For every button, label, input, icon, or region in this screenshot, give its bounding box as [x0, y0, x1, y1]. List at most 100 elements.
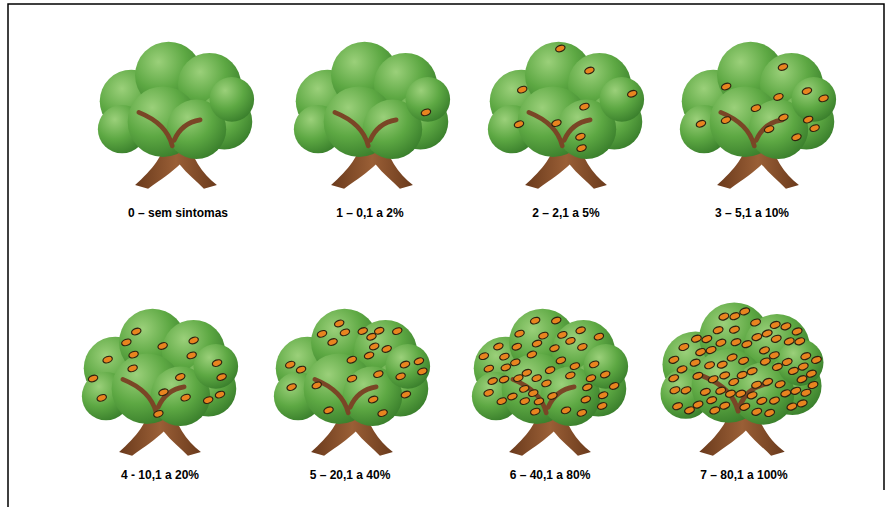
lesion-spot: [158, 388, 169, 397]
lesion-spot: [576, 144, 587, 153]
severity-caption: 4 - 10,1 a 20%: [121, 468, 199, 482]
lesion-spot: [729, 325, 741, 334]
lesion-spot: [692, 400, 704, 409]
lesion-spot: [582, 383, 593, 392]
lesion-spot: [483, 364, 494, 373]
lesion-spot: [531, 374, 542, 383]
lesion-spot: [691, 334, 703, 343]
lesion-spot: [526, 350, 537, 359]
lesion-spot: [769, 320, 781, 329]
lesion-spot: [729, 311, 741, 320]
tree-illustration: [82, 309, 238, 456]
lesion-spot: [770, 334, 782, 343]
lesion-spot: [499, 375, 510, 384]
lesion-spot: [695, 347, 707, 356]
lesion-spot: [668, 374, 680, 383]
lesion-spot: [701, 334, 713, 343]
lesion-spot: [420, 108, 431, 117]
lesion-spot: [769, 351, 781, 360]
tree-crown: [692, 349, 766, 423]
lesion-spot: [672, 401, 684, 410]
lesion-spot: [726, 353, 738, 362]
lesion-spot: [777, 62, 788, 71]
lesion-spot: [327, 338, 338, 347]
lesion-spot: [728, 377, 740, 386]
lesion-spot: [500, 363, 511, 372]
lesion-spot: [704, 361, 716, 370]
lesion-spot: [538, 331, 549, 340]
lesion-spot: [528, 389, 539, 398]
lesion-spot: [818, 94, 829, 103]
lesion-spot: [719, 401, 731, 410]
lesion-spot: [323, 406, 334, 415]
lesion-spot: [286, 383, 297, 392]
lesion-spot: [579, 102, 590, 111]
lesion-spot: [627, 89, 638, 98]
lesion-spot: [719, 371, 731, 380]
lesion-spot: [750, 318, 762, 327]
lesion-spot: [395, 372, 406, 381]
lesion-spot: [669, 386, 681, 395]
lesion-spot: [483, 388, 494, 397]
lesion-spot: [689, 358, 701, 367]
severity-caption: 0 – sem sintomas: [128, 206, 228, 220]
lesion-spot: [541, 379, 552, 388]
frame-border: [8, 4, 884, 507]
lesion-spot: [499, 352, 510, 361]
lesion-spot: [368, 395, 379, 404]
lesion-spot: [493, 342, 504, 351]
lesion-spot: [764, 125, 775, 134]
lesion-spot: [680, 386, 692, 395]
lesion-spot: [809, 124, 820, 133]
severity-caption: 3 – 5,1 a 10%: [715, 206, 789, 220]
lesion-spot: [549, 344, 560, 353]
lesion-spot: [786, 402, 798, 411]
lesion-spot: [780, 322, 792, 331]
lesion-spot: [531, 339, 542, 348]
tree-crown: [777, 339, 824, 386]
tree-branch: [139, 112, 200, 145]
severity-caption: 6 – 40,1 a 80%: [510, 468, 591, 482]
lesion-spot: [589, 360, 600, 369]
lesion-spot: [738, 356, 750, 365]
tree-group: [82, 42, 836, 456]
lesion-spot: [131, 327, 142, 336]
lesion-spot: [392, 327, 403, 336]
tree-branch: [529, 112, 590, 145]
lesion-spot: [774, 380, 786, 389]
lesion-spot: [121, 338, 132, 347]
lesion-spot: [788, 366, 800, 375]
lesion-spot: [769, 396, 781, 405]
severity-caption: 7 – 80,1 a 100%: [700, 468, 787, 482]
lesion-spot: [555, 44, 566, 53]
lesion-spot: [778, 113, 789, 122]
lesion-spot: [575, 132, 586, 141]
lesion-spot: [598, 391, 609, 400]
lesion-spot: [514, 329, 525, 338]
lesion-spot: [700, 387, 712, 396]
lesion-spot: [180, 393, 191, 402]
lesion-spot: [746, 391, 758, 400]
lesion-spot: [565, 336, 576, 345]
lesion-spot: [560, 406, 571, 415]
lesion-spot: [381, 344, 392, 353]
lesion-spot: [781, 357, 793, 366]
lesion-spot: [334, 319, 345, 328]
lesion-spot: [716, 360, 728, 369]
lesion-spot: [761, 329, 773, 338]
lesion-spot: [597, 401, 608, 410]
lesion-spot: [794, 337, 806, 346]
lesion-spot: [797, 362, 809, 371]
lesion-spot: [346, 374, 357, 383]
lesion-spot: [715, 386, 727, 395]
lesion-spot: [735, 389, 747, 398]
lesion-spot: [413, 357, 424, 366]
lesion-spot: [751, 407, 763, 416]
severity-caption: 1 – 0,1 a 2%: [336, 206, 403, 220]
lesion-spot: [741, 339, 753, 348]
lesion-spot: [783, 337, 795, 346]
lesion-spot: [211, 359, 222, 368]
lesion-spot: [188, 336, 199, 345]
